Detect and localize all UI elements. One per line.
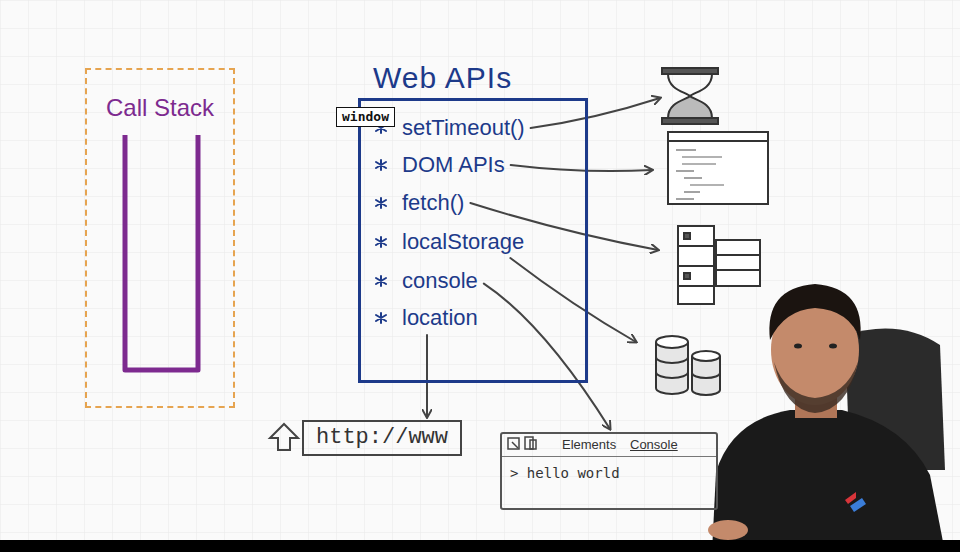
- api-item: location: [402, 305, 478, 331]
- api-name: setTimeout(): [402, 115, 525, 141]
- url-bar: http://www: [302, 420, 462, 456]
- pointer-arrow: [510, 258, 636, 342]
- api-item: fetch(): [402, 190, 464, 216]
- api-item: setTimeout(): [402, 115, 525, 141]
- html-document-icon: [668, 132, 768, 204]
- tag-label: window: [342, 109, 389, 125]
- box-heading: Web APIs: [373, 61, 512, 95]
- connector-arrow: [426, 335, 428, 417]
- url-text: http://www: [316, 425, 448, 451]
- hourglass-icon: [662, 68, 718, 124]
- pointer-arrow: [511, 165, 652, 171]
- toolbar-divider: [502, 456, 716, 457]
- devtools-icons: [508, 437, 536, 449]
- region-heading: Call Stack: [106, 94, 214, 122]
- devtools-console: Elements Console > hello world: [500, 432, 718, 510]
- stack-outline: [125, 135, 198, 370]
- api-name: location: [402, 305, 478, 331]
- database-icon: [656, 336, 720, 395]
- tab-label: Elements: [562, 437, 616, 453]
- api-name: DOM APIs: [402, 152, 505, 178]
- tab-label: Console: [630, 437, 678, 453]
- api-name: console: [402, 268, 478, 294]
- up-arrow-icon: [270, 424, 298, 450]
- connector-arrow: [484, 284, 610, 429]
- api-item: console: [402, 268, 478, 294]
- call-stack-region: Call Stack: [85, 68, 235, 408]
- window-tag: window: [336, 107, 395, 127]
- api-name: fetch(): [402, 190, 464, 216]
- api-name: localStorage: [402, 229, 524, 255]
- pointer-arrow: [531, 98, 660, 128]
- presenter-figure: [0, 284, 960, 552]
- bullet-asterisks: [376, 123, 386, 323]
- api-item: localStorage: [402, 229, 524, 255]
- console-output: > hello world: [510, 464, 620, 482]
- web-apis-box: Web APIswindowsetTimeout()DOM APIsfetch(…: [358, 98, 588, 383]
- api-item: DOM APIs: [402, 152, 505, 178]
- server-icon: [678, 226, 760, 304]
